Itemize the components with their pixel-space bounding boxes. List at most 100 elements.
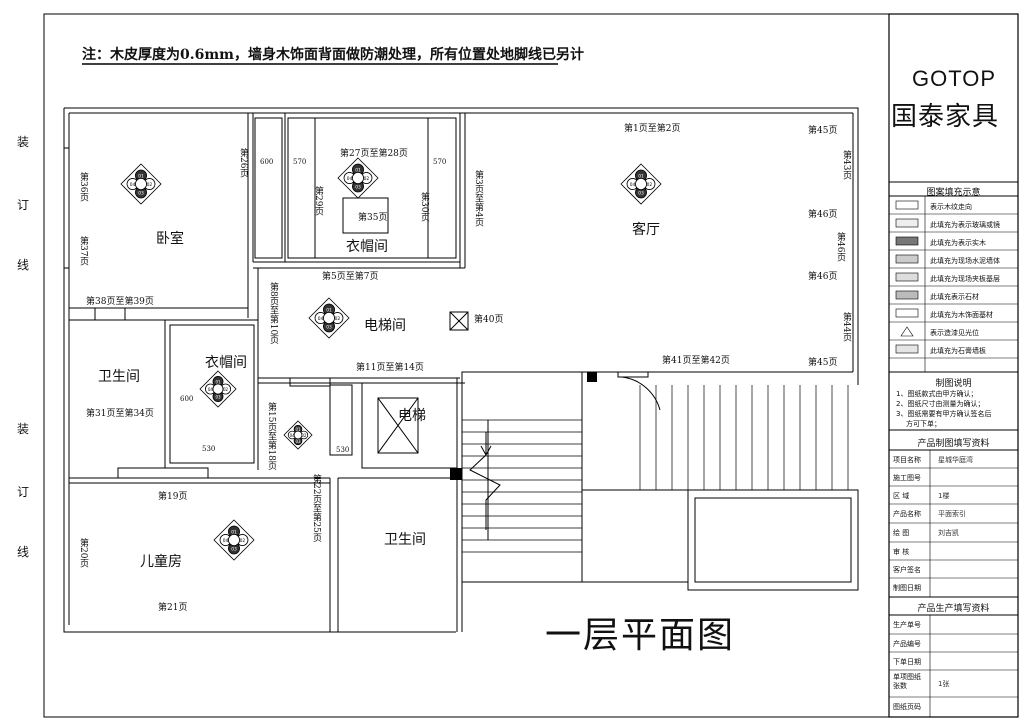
field-label: 项目名称 [893,456,921,464]
legend-item: 此填充为表示玻璃或镜 [930,221,1000,229]
room-elevator: 电梯 [398,408,426,424]
room-cloakroom-mid: 衣帽间 [205,355,247,371]
svg-text:02: 02 [240,538,246,544]
room-cloakroom-top: 衣帽间 [346,239,388,255]
dim-label: 530 [336,446,350,454]
product-info-title: 产品制图填写资料 [917,439,990,449]
svg-text:03: 03 [215,395,221,400]
field-label: 客户签名 [893,566,921,574]
svg-text:02: 02 [647,182,653,188]
svg-text:03: 03 [231,546,237,552]
svg-text:01: 01 [295,427,301,432]
svg-text:04: 04 [208,387,214,392]
svg-text:01: 01 [231,530,237,536]
dim-label: 600 [180,395,194,403]
page-ref: 第30页 [419,192,429,222]
page-ref: 第19页 [158,492,188,502]
svg-text:02: 02 [335,316,341,322]
binding-char: 装 [17,422,30,436]
svg-text:03: 03 [355,184,361,190]
legend-item: 此填充为现场夹板基层 [930,275,1000,283]
page-ref: 第20页 [78,538,88,568]
binding-char: 线 [17,258,30,272]
page-ref: 第35页 [358,213,388,223]
page-ref: 第8页至第10页 [268,282,278,345]
page-ref: 第45页 [808,126,838,136]
drawing-title: 一层平面图 [545,615,736,656]
notes-title: 制图说明 [935,379,972,389]
binding-char: 线 [17,545,30,559]
room-bathroom-left: 卫生间 [98,369,140,385]
binding-char: 订 [17,485,30,499]
page-ref: 第5页至第7页 [322,272,379,282]
field-label: 单项图纸张数 [893,673,921,690]
page-ref: 第37页 [78,236,88,266]
page-ref: 第31页至第34页 [86,409,154,419]
legend-item: 表示木纹走向 [930,203,972,211]
svg-text:02: 02 [301,433,307,438]
page-ref: 第22页至第25页 [311,474,321,542]
dim-label: 570 [433,158,447,166]
notes-line: 1、图纸款式由甲方确认； [896,390,978,398]
page-ref: 第38页至第39页 [86,297,154,307]
field-label: 下单日期 [893,658,921,666]
field-label: 产品编号 [893,640,921,648]
field-value: 平面索引 [938,510,966,518]
field-label: 绘 图 [893,529,910,537]
room-elevator-hall: 电梯间 [364,318,406,334]
room-bathroom-right: 卫生间 [384,532,426,548]
legend-item: 表示造漆见光位 [930,329,979,337]
page-ref: 第3页至第4页 [473,170,483,227]
svg-text:02: 02 [364,176,370,182]
svg-text:03: 03 [326,324,332,330]
brand-cn: 国泰家具 [891,102,1000,132]
binding-char: 装 [17,135,30,149]
page-ref: 第45页 [808,358,838,368]
page-ref: 第15页至第18页 [266,402,276,470]
svg-text:04: 04 [347,176,353,182]
room-kids: 儿童房 [140,554,182,570]
field-value: 1楼 [938,492,950,500]
field-value: 刘吉凯 [938,529,959,537]
svg-text:02: 02 [223,387,229,392]
notes-line: 方可下单； [906,420,941,428]
svg-text:04: 04 [223,538,229,544]
svg-text:03: 03 [138,190,144,196]
room-bedroom: 卧室 [156,231,184,247]
svg-text:04: 04 [290,433,296,438]
svg-text:01: 01 [355,168,361,174]
svg-text:03: 03 [295,439,301,444]
page-ref: 第36页 [78,172,88,202]
svg-text:01: 01 [215,379,221,384]
page-ref: 第40页 [474,315,504,325]
field-label: 审 核 [893,548,910,556]
note-text: 注：木皮厚度为0.6mm，墙身木饰面背面做防潮处理，所有位置处地脚线已另计 [82,47,584,63]
svg-text:04: 04 [318,316,324,322]
page-ref: 第21页 [158,603,188,613]
legend-item: 此填充为表示实木 [930,239,986,247]
svg-text:04: 04 [130,182,136,188]
field-value: 星城华庭湾 [938,456,973,464]
legend-title: 图案填充示意 [926,188,981,198]
page-ref: 第46页 [808,272,838,282]
dim-label: 600 [260,158,274,166]
page-ref: 第29页 [313,186,323,216]
field-label: 图纸页码 [893,703,921,711]
field-label: 施工图号 [893,474,921,482]
room-living: 客厅 [632,222,660,238]
legend-item: 此填充为木饰面基材 [930,311,993,319]
production-info-title: 产品生产填写资料 [917,604,990,614]
field-label: 区 域 [893,492,910,500]
svg-text:01: 01 [326,308,332,314]
legend-item: 此填充为石膏墙板 [930,347,986,355]
page-ref: 第41页至第42页 [662,356,730,366]
dim-label: 530 [202,445,216,453]
field-value: 1张 [938,680,950,688]
